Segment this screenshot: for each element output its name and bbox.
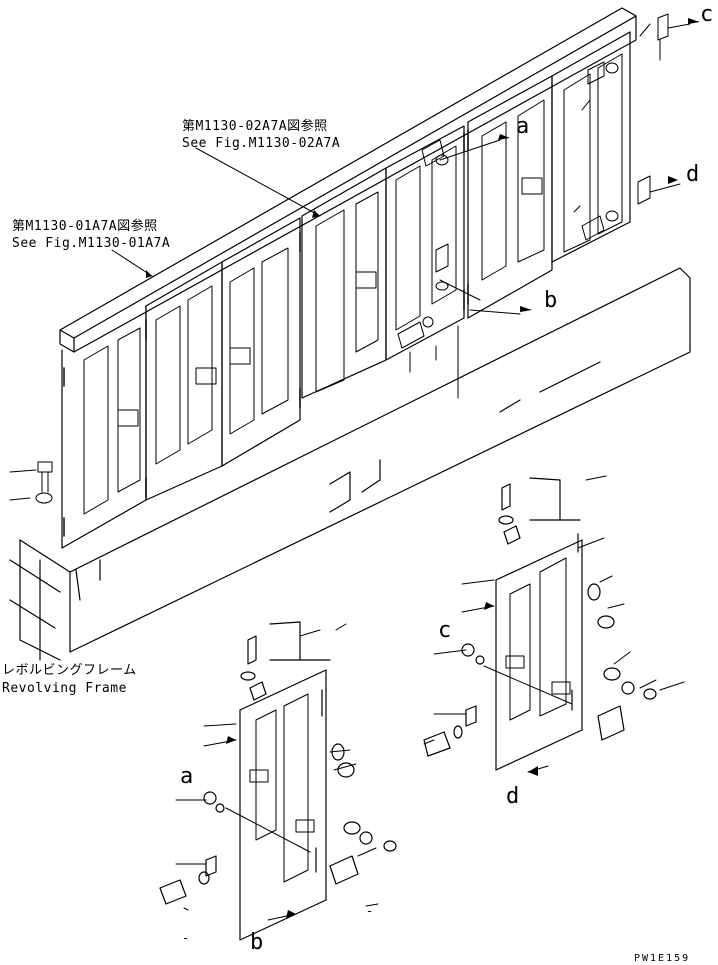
ref2-en-label: See Fig.M1130-02A7A <box>182 136 341 151</box>
leader-lines-top <box>9 23 691 501</box>
panel-6 <box>467 75 553 319</box>
frame-jp-label: レボルビングフレーム <box>2 663 137 678</box>
exploded-panel-right <box>423 477 657 771</box>
callout-b-left: b <box>250 930 264 955</box>
callout-a-top: a <box>516 114 530 139</box>
panel-cutouts <box>83 53 623 515</box>
callout-d-top: d <box>686 162 700 187</box>
revolving-frame <box>9 267 691 661</box>
arrows-top[interactable] <box>146 18 700 312</box>
callout-d-right: d <box>506 784 520 809</box>
top-cover-rail <box>59 7 637 353</box>
dash-mark-left: - <box>182 931 190 945</box>
exploded-panel-left <box>159 621 397 941</box>
panel-7 <box>551 31 631 263</box>
frame-en-label: Revolving Frame <box>2 681 127 696</box>
callout-c-top: c <box>700 2 714 27</box>
panel-2 <box>145 261 223 501</box>
callout-c-right: c <box>438 618 452 643</box>
callout-b-top: b <box>544 288 558 313</box>
ref2-jp-label: 第M1130-02A7A図参照 <box>182 119 328 134</box>
callout-a-left: a <box>180 764 194 789</box>
side-cover-panels <box>61 31 631 549</box>
panel-latches <box>117 177 543 427</box>
panel-3 <box>221 217 301 467</box>
dash-mark-right: - <box>366 904 374 918</box>
ref1-en-label: See Fig.M1130-01A7A <box>12 236 171 251</box>
panel-hinges <box>63 129 469 537</box>
arrows-right[interactable] <box>484 602 538 776</box>
drawing-code-label: PW1E159 <box>634 953 691 964</box>
arrows-left[interactable] <box>226 736 296 918</box>
leader-lines-left <box>175 623 379 921</box>
panel-5 <box>385 125 465 361</box>
top-fasteners <box>35 13 669 504</box>
ref1-jp-label: 第M1130-01A7A図参照 <box>12 219 158 234</box>
